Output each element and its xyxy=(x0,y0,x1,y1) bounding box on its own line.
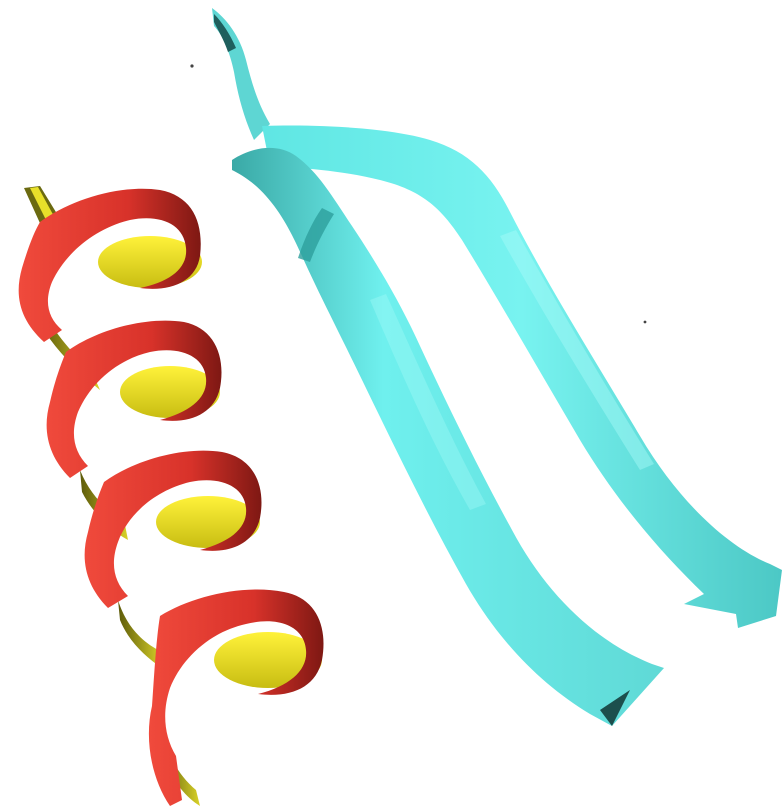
helix-turn-3 xyxy=(85,451,262,608)
alpha-helix xyxy=(19,186,324,806)
speck xyxy=(644,321,647,324)
helix-turn-4 xyxy=(149,589,324,806)
speck xyxy=(190,64,193,67)
